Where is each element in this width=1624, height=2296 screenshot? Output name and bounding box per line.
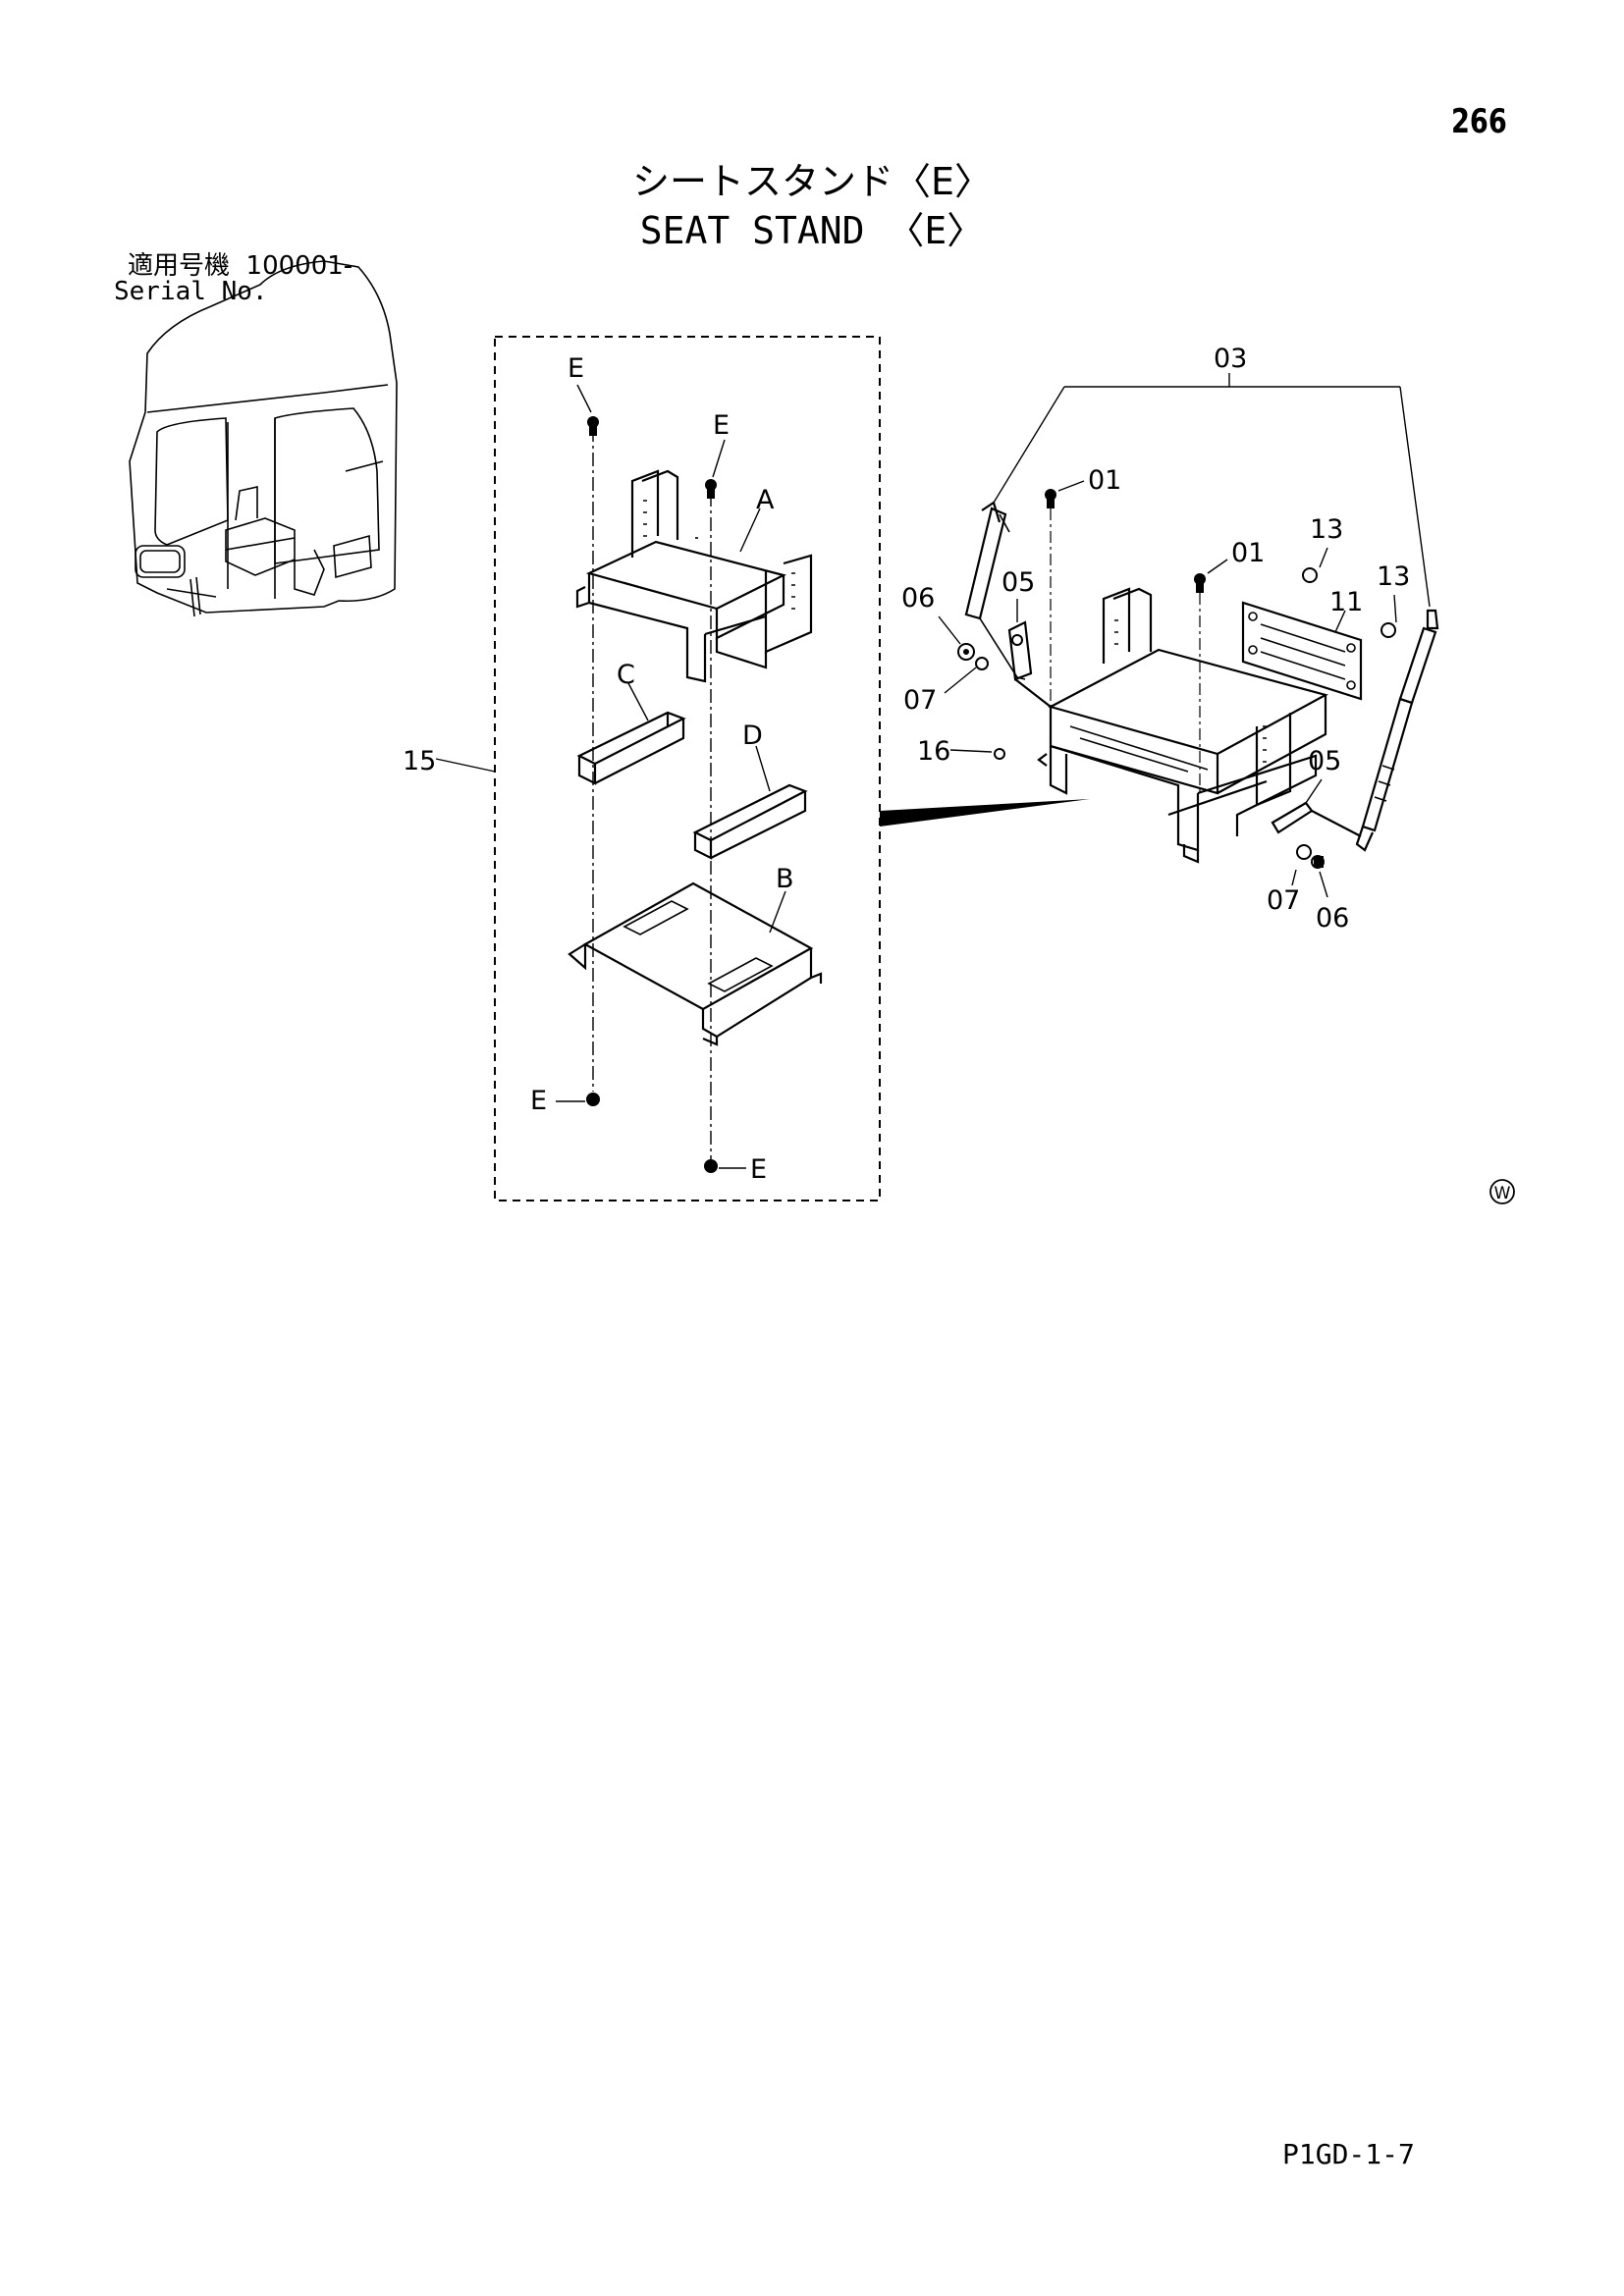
bracket-05-right xyxy=(1271,778,1362,898)
callout-16: 16 xyxy=(917,736,950,767)
drawing-code: P1GD-1-7 xyxy=(1282,2138,1415,2170)
callout-e-bottom-right: E xyxy=(750,1154,767,1185)
bolt-01-right xyxy=(1194,559,1228,793)
bolt-e-bottom-right xyxy=(704,1159,746,1173)
bolt-e-bottom-left xyxy=(556,1093,600,1106)
callout-part-a: A xyxy=(756,485,775,515)
part-c-rail xyxy=(576,711,686,785)
callout-e-top-left: E xyxy=(568,353,584,384)
serial-range: 適用号機 100001- xyxy=(128,253,352,279)
callout-part-c: C xyxy=(617,660,635,690)
assembly-group-box xyxy=(494,336,881,1201)
callout-05-left: 05 xyxy=(1001,567,1035,598)
callout-01-right: 01 xyxy=(1231,538,1265,568)
callout-07-left: 07 xyxy=(903,685,937,716)
callout-15: 15 xyxy=(403,746,436,776)
page-number: 266 xyxy=(1451,102,1507,141)
assembled-seat-stand xyxy=(1037,587,1328,864)
callout-13-right: 13 xyxy=(1377,561,1410,592)
bolt-e-top-right xyxy=(705,439,726,499)
callout-03: 03 xyxy=(1214,344,1247,374)
nut-13-left xyxy=(1302,567,1318,583)
callout-11: 11 xyxy=(1329,587,1363,617)
serial-label-japanese: 適用号機 xyxy=(128,251,231,281)
callout-07-right: 07 xyxy=(1267,885,1300,916)
page-title-english: SEAT STAND 〈E〉 xyxy=(639,209,985,252)
circled-w-mark: W xyxy=(1489,1179,1515,1204)
cab-thumbnail xyxy=(129,260,398,617)
gas-spring-03-right xyxy=(1355,609,1439,852)
part-b-base-plate xyxy=(568,881,823,1046)
bracket-05-left xyxy=(938,599,1052,708)
part-d-rail xyxy=(692,783,808,860)
serial-label-english: Serial No. xyxy=(114,277,268,306)
callout-06-right: 06 xyxy=(1316,903,1349,934)
bolt-e-top-left xyxy=(576,384,599,436)
serial-value: 100001- xyxy=(245,251,353,281)
callout-e-bottom-left: E xyxy=(530,1086,547,1116)
nut-13-right xyxy=(1380,622,1396,638)
page-title-japanese: シートスタンド〈E〉 xyxy=(631,160,992,203)
part-16-fastener xyxy=(994,748,1005,760)
callout-e-top-right: E xyxy=(713,410,730,441)
callout-13-left: 13 xyxy=(1310,514,1343,545)
part-11-plate xyxy=(1241,601,1363,701)
part-a-upper-bracket xyxy=(575,469,813,683)
callout-part-b: B xyxy=(776,864,794,894)
callout-05-right: 05 xyxy=(1308,746,1341,776)
callout-06-left: 06 xyxy=(901,583,935,614)
callout-part-d: D xyxy=(742,721,763,751)
svg-text:W: W xyxy=(1494,1184,1511,1203)
assembly-arrow xyxy=(880,799,1090,827)
callout-01-left: 01 xyxy=(1088,465,1121,496)
